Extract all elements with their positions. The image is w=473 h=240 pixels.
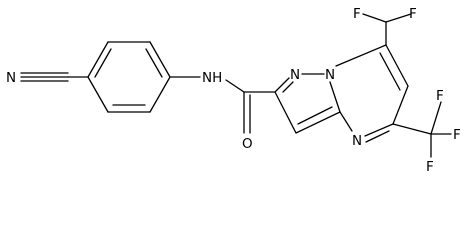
pyrazole-bond	[274, 91, 297, 134]
pyrimidine-double-bond	[379, 52, 401, 91]
pyrazole-double-bond	[297, 106, 333, 125]
atom-label-amide-nh: NH	[202, 70, 222, 86]
pyrimidine-double-bond	[365, 130, 390, 143]
pyrazole-bond	[329, 81, 341, 113]
chf2-bottom-bond	[392, 123, 432, 135]
molecule-diagram: N NH O N N N F F F F F	[6, 6, 461, 175]
chf2-top-f-bond	[385, 13, 412, 23]
benzene-double-bond	[94, 48, 112, 78]
pyrazole-double-bond	[282, 81, 294, 93]
bond-lines	[20, 13, 452, 158]
benzene-bond	[149, 41, 171, 78]
pyrimidine-bond	[392, 85, 409, 125]
atom-label-ring-n1: N	[290, 67, 300, 83]
atom-label-carbonyl-o: O	[242, 136, 253, 152]
pyrimidine-bond	[339, 111, 353, 132]
atom-label-nitrile-n: N	[6, 70, 16, 86]
chf2-top-f-bond	[362, 13, 387, 23]
benzene-bond	[87, 76, 109, 113]
pyrimidine-bond	[335, 44, 387, 67]
atom-label-ring-n7: N	[325, 67, 335, 83]
atom-label-f: F	[409, 6, 417, 22]
atom-label-f: F	[453, 127, 461, 143]
atom-label-f: F	[353, 6, 361, 22]
pyrazole-bond	[274, 77, 290, 93]
benzene-double-bond	[145, 48, 163, 78]
atom-label-f: F	[426, 159, 434, 175]
pyrimidine-bond	[385, 44, 409, 87]
nh-to-carbonyl-bond	[225, 79, 245, 93]
pyrimidine-bond	[364, 123, 394, 137]
benzene-bond	[149, 76, 171, 113]
atom-labels: N NH O N N N F F F F F	[6, 6, 461, 175]
pyrazole-bond	[295, 111, 341, 134]
atom-label-ring-n4: N	[352, 133, 362, 149]
benzene-bond	[87, 41, 109, 78]
atom-label-f: F	[436, 88, 444, 104]
chf2-bottom-f-bond	[430, 101, 442, 135]
